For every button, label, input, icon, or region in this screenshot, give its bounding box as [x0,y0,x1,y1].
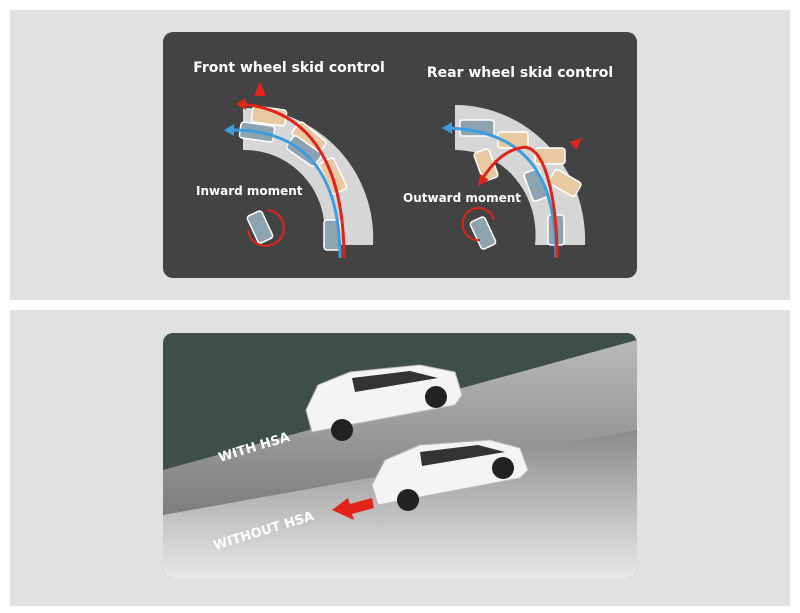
rotation-arrow-icon [461,207,495,242]
rear-skid-diagram: Rear wheel skid control Outward moment [403,65,613,259]
rear-title: Rear wheel skid control [427,65,613,81]
red-path-arrow [478,145,559,259]
car-icon [469,216,497,250]
hsa-card: WITH HSA WITHOUT HSA [163,333,637,578]
car-icon [534,147,566,165]
rotation-arrow-icon [247,209,285,247]
red-path-arrow [239,102,346,259]
front-title: Front wheel skid control [193,60,385,76]
inward-label: Inward moment [196,184,303,198]
car-without-hsa [371,439,529,511]
car-with-hsa [305,364,463,441]
front-skid-diagram: Front wheel skid control Inward moment [193,60,385,259]
traffic-cone-icon [254,82,266,96]
car-icon [497,131,529,149]
outward-label: Outward moment [403,191,521,205]
blue-path-arrow [227,128,342,259]
car-icon [246,210,274,244]
rollback-arrow-icon [332,498,374,520]
skid-control-card: Front wheel skid control Inward moment R… [163,32,637,278]
car-icon [548,168,582,198]
traffic-cone-icon [570,138,582,150]
